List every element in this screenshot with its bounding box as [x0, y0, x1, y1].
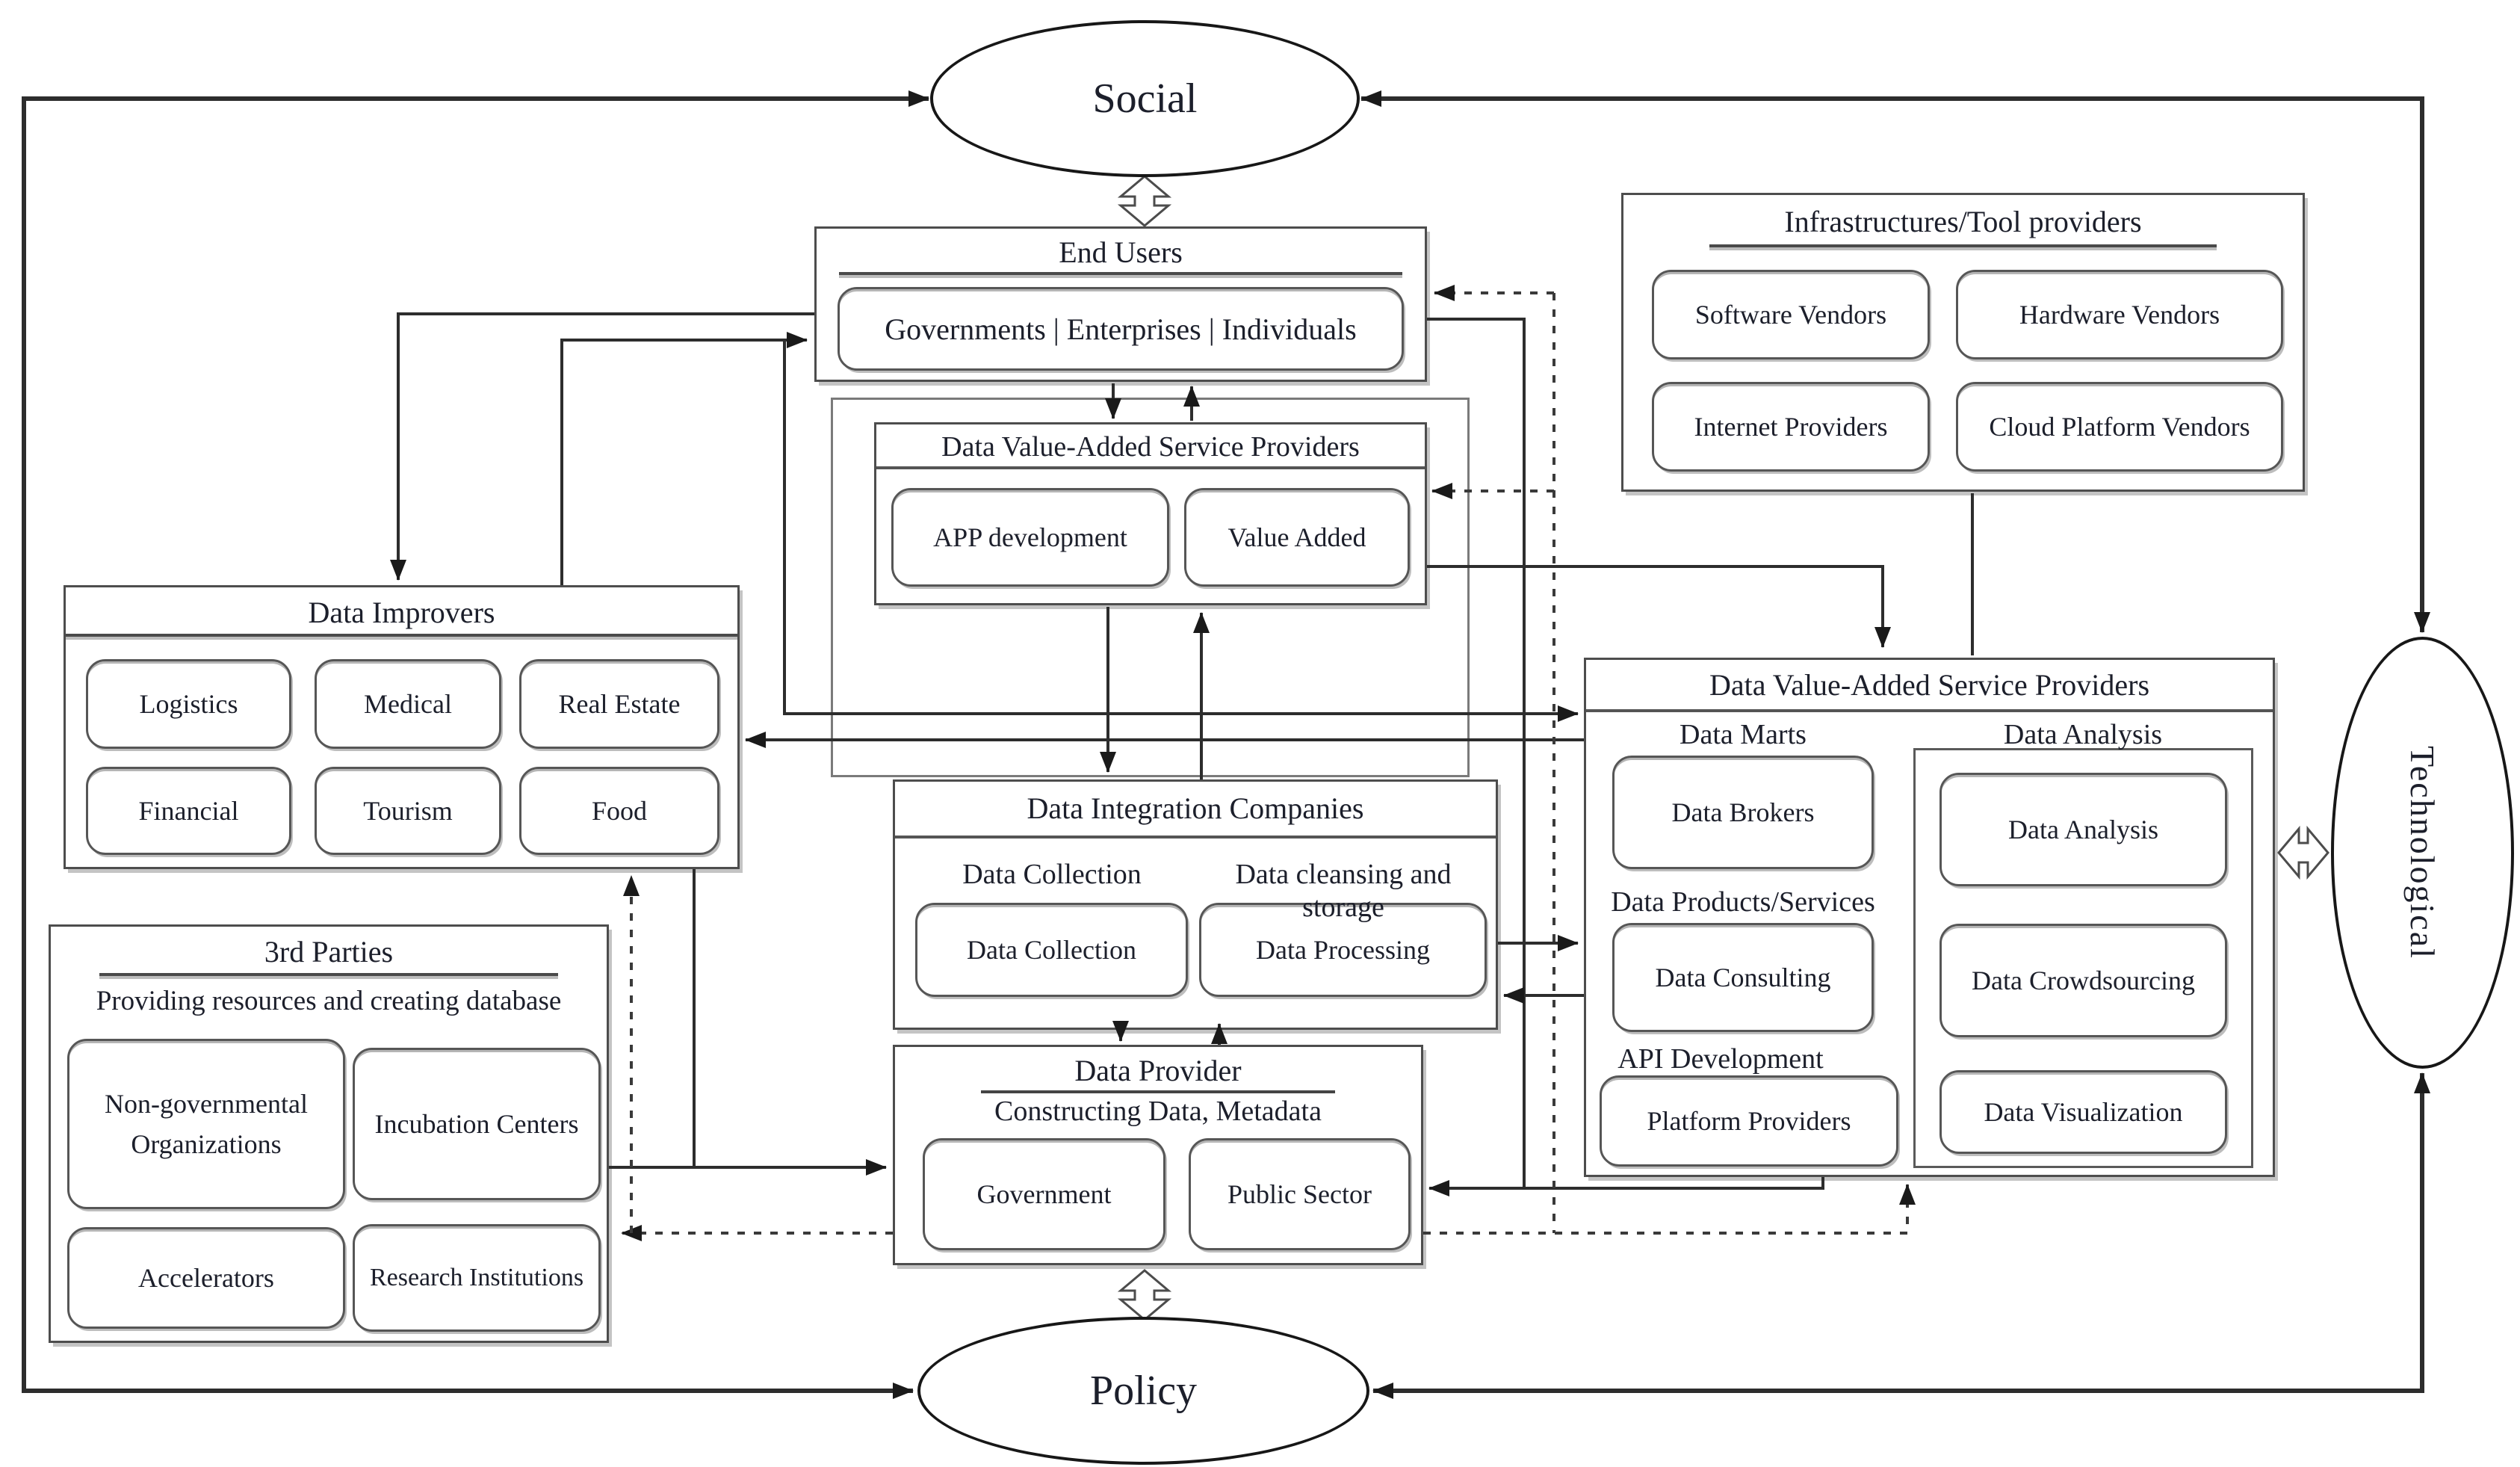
data-products-services-label: Data Products/Services	[1611, 886, 1875, 918]
dic-box: Data Integration Companies Data Collecti…	[893, 779, 1498, 1030]
data-visualization-node: Data Visualization	[1939, 1070, 2227, 1154]
data-provider-subtitle: Constructing Data, Metadata	[994, 1096, 1322, 1127]
dashed-provider-to-dvaspright	[1423, 1184, 1916, 1235]
data-improvers-box: Data Improvers Logistics Medical Real Es…	[64, 585, 740, 869]
hollow-arrow-dvasp-technological	[2277, 825, 2329, 880]
incubation-centers-node: Incubation Centers	[353, 1048, 601, 1200]
research-institutions-node: Research Institutions	[353, 1224, 601, 1332]
software-vendors-node: Software Vendors	[1652, 270, 1930, 359]
hollow-arrow-social-endusers	[1117, 175, 1172, 227]
real-estate-node: Real Estate	[519, 659, 719, 749]
internet-providers-node: Internet Providers	[1652, 382, 1930, 472]
hardware-vendors-node: Hardware Vendors	[1956, 270, 2283, 359]
platform-providers-node: Platform Providers	[1600, 1075, 1898, 1167]
infrastructures-box: Infrastructures/Tool providers Software …	[1621, 193, 2305, 492]
data-provider-title: Data Provider	[1074, 1054, 1242, 1087]
dic-title: Data Integration Companies	[1027, 791, 1364, 825]
arrow-improvers-to-endusers	[560, 332, 808, 585]
tourism-node: Tourism	[315, 767, 501, 855]
dvasp-mid-separator	[876, 466, 1425, 469]
api-development-label: API Development	[1617, 1043, 1824, 1075]
third-parties-subtitle: Providing resources and creating databas…	[96, 986, 562, 1016]
third-parties-title: 3rd Parties	[264, 935, 394, 969]
social-label: Social	[1092, 75, 1198, 122]
data-consulting-node: Data Consulting	[1612, 923, 1874, 1032]
data-improvers-separator	[66, 634, 737, 637]
dvasp-mid-box: Data Value-Added Service Providers APP d…	[874, 422, 1427, 605]
policy-label: Policy	[1089, 1368, 1198, 1414]
ngo-node: Non-governmental Organizations	[67, 1039, 345, 1209]
medical-node: Medical	[315, 659, 501, 749]
infrastructures-underline	[1709, 244, 2217, 247]
financial-node: Financial	[86, 767, 291, 855]
data-provider-box: Data Provider Constructing Data, Metadat…	[893, 1045, 1423, 1265]
data-analysis-group: Data Analysis Data Crowdsourcing Data Vi…	[1913, 748, 2253, 1168]
public-sector-node: Public Sector	[1189, 1138, 1411, 1250]
arrow-endusers-to-improvers	[390, 312, 814, 581]
policy-node: Policy	[917, 1317, 1369, 1465]
dvasp-right-separator	[1586, 709, 2273, 712]
dic-separator	[895, 836, 1496, 838]
arrow-dvaspmid-to-dvaspright	[1427, 565, 1891, 648]
technological-node: Technological	[2331, 637, 2514, 1069]
government-node: Government	[923, 1138, 1165, 1250]
value-added-node: Value Added	[1184, 488, 1410, 587]
data-marts-label: Data Marts	[1680, 719, 1807, 750]
dvasp-mid-title: Data Value-Added Service Providers	[941, 431, 1360, 463]
data-brokers-node: Data Brokers	[1612, 756, 1874, 869]
data-crowdsourcing-node: Data Crowdsourcing	[1939, 924, 2227, 1037]
data-analysis-label: Data Analysis	[2003, 719, 2163, 750]
logistics-node: Logistics	[86, 659, 291, 749]
hollow-arrow-provider-policy	[1117, 1269, 1172, 1321]
food-node: Food	[519, 767, 719, 855]
dvasp-right-box: Data Value-Added Service Providers Data …	[1584, 658, 2275, 1177]
data-collection-node: Data Collection	[915, 903, 1188, 997]
end-users-members: Governments | Enterprises | Individuals	[838, 287, 1404, 371]
third-parties-box: 3rd Parties Providing resources and crea…	[49, 924, 609, 1343]
social-node: Social	[930, 20, 1360, 177]
dvasp-right-title: Data Value-Added Service Providers	[1709, 668, 2150, 702]
data-analysis-node: Data Analysis	[1939, 773, 2227, 886]
arrow-into-dataprovider-right	[1428, 1177, 1824, 1196]
third-parties-underline	[99, 973, 558, 976]
app-development-node: APP development	[891, 488, 1169, 587]
data-provider-underline	[981, 1090, 1335, 1093]
infrastructures-title: Infrastructures/Tool providers	[1784, 205, 2142, 238]
cloud-platform-vendors-node: Cloud Platform Vendors	[1956, 382, 2283, 472]
accelerators-node: Accelerators	[67, 1227, 345, 1329]
data-improvers-title: Data Improvers	[308, 596, 495, 629]
dic-col1-label: Data Collection	[962, 859, 1142, 890]
technological-label: Technological	[2403, 746, 2442, 960]
end-users-separator	[839, 272, 1402, 275]
end-users-box: End Users Governments | Enterprises | In…	[814, 226, 1427, 382]
dic-col2-label: Data cleansing and storage	[1235, 859, 1452, 923]
end-users-title: End Users	[1059, 235, 1183, 269]
